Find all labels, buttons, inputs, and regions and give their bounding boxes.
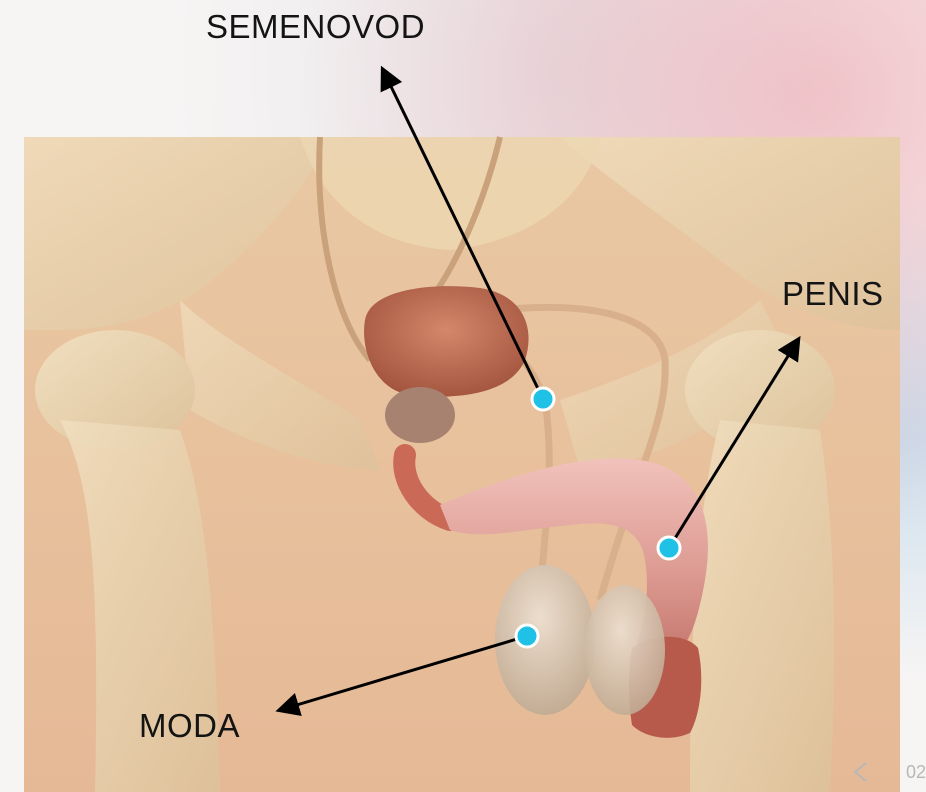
right-testis — [585, 585, 665, 715]
right-femur — [690, 420, 834, 792]
label-semenovod: SEMENOVOD — [206, 10, 425, 43]
penis-marker-icon — [658, 537, 680, 559]
moda-marker-icon — [516, 625, 538, 647]
page-number: 02 — [906, 762, 926, 783]
bladder — [364, 286, 528, 396]
semenovod-marker-icon — [532, 388, 554, 410]
prostate — [385, 387, 455, 443]
label-penis: PENIS — [782, 277, 884, 310]
label-moda: MODA — [139, 709, 240, 742]
